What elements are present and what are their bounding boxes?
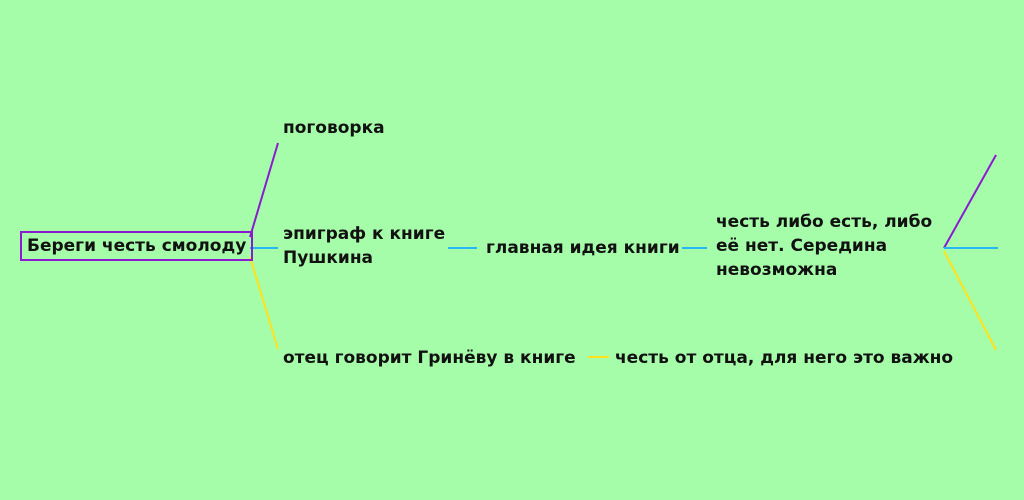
connector-root-to-pogovorka <box>249 142 279 238</box>
branch-node-epigraph[interactable]: эпиграф к книге Пушкина <box>283 224 446 268</box>
trailing-connector-top <box>943 154 997 249</box>
connector-root-to-father <box>249 256 279 350</box>
branch-node-father[interactable]: отец говорит Гринёву в книге <box>283 348 576 368</box>
node-honor-either-or[interactable]: честь либо есть, либо её нет. Середина н… <box>716 212 933 280</box>
node-honor-from-father[interactable]: честь от отца, для него это важно <box>615 348 954 368</box>
trailing-connector-bottom <box>943 250 997 351</box>
node-main-idea[interactable]: главная идея книги <box>486 238 680 258</box>
root-node[interactable]: Береги честь смолоду <box>20 231 254 261</box>
branch-node-pogovorka[interactable]: поговорка <box>283 118 385 138</box>
